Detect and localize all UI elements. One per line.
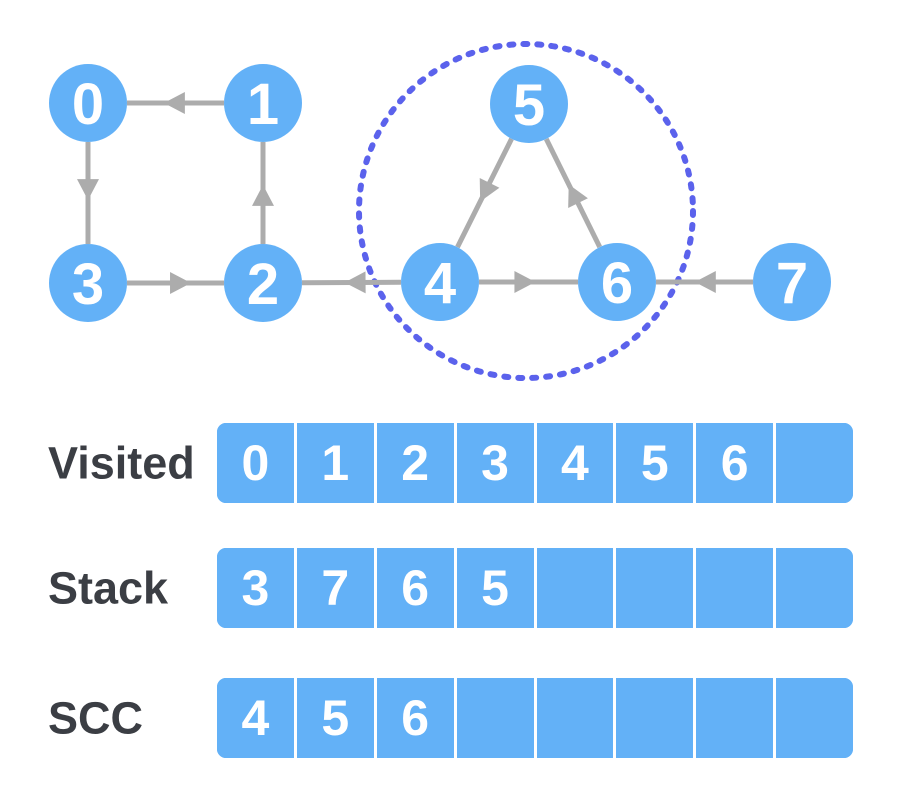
array-cell-empty bbox=[773, 678, 853, 758]
array-cell: 6 bbox=[373, 548, 454, 628]
array-cell: 6 bbox=[373, 678, 454, 758]
row-scc-label: SCC bbox=[48, 692, 144, 744]
array-cell-empty bbox=[533, 548, 614, 628]
node-4-label: 4 bbox=[424, 251, 456, 316]
node-2: 2 bbox=[224, 244, 302, 322]
arrowhead-1-to-0 bbox=[163, 92, 185, 114]
array-cell: 0 bbox=[217, 423, 294, 503]
node-3-label: 3 bbox=[72, 252, 104, 317]
node-0-label: 0 bbox=[72, 72, 104, 137]
array-cell: 6 bbox=[693, 423, 774, 503]
node-4: 4 bbox=[401, 243, 479, 321]
node-3: 3 bbox=[49, 244, 127, 322]
arrowhead-7-to-6 bbox=[694, 271, 716, 293]
array-cell: 4 bbox=[217, 678, 294, 758]
node-1: 1 bbox=[224, 64, 302, 142]
arrowhead-4-to-6 bbox=[514, 271, 536, 293]
array-cell-empty bbox=[773, 548, 853, 628]
arrowhead-0-to-3 bbox=[77, 179, 99, 201]
array-cell: 5 bbox=[613, 423, 694, 503]
node-1-circle bbox=[224, 64, 302, 142]
array-cell: 7 bbox=[293, 548, 374, 628]
node-1-label: 1 bbox=[247, 72, 279, 137]
node-7-circle bbox=[753, 243, 831, 321]
array-cell: 2 bbox=[373, 423, 454, 503]
array-cell-empty bbox=[613, 548, 694, 628]
row-stack-label: Stack bbox=[48, 562, 169, 614]
node-6-circle bbox=[578, 243, 656, 321]
arrowhead-6-to-5 bbox=[568, 184, 588, 209]
arrowhead-2-to-1 bbox=[252, 184, 274, 206]
node-5-circle bbox=[490, 65, 568, 143]
node-6-label: 6 bbox=[601, 251, 633, 316]
node-0-circle bbox=[49, 64, 127, 142]
array-cell: 5 bbox=[293, 678, 374, 758]
graph-panel: 0 1 5 3 2 4 6 7 bbox=[49, 41, 831, 381]
node-6: 6 bbox=[578, 243, 656, 321]
array-cell-empty bbox=[773, 423, 853, 503]
array-cell: 1 bbox=[293, 423, 374, 503]
node-7: 7 bbox=[753, 243, 831, 321]
node-2-label: 2 bbox=[247, 252, 279, 317]
array-cell: 3 bbox=[453, 423, 534, 503]
array-cell: 4 bbox=[533, 423, 614, 503]
node-7-label: 7 bbox=[776, 251, 808, 316]
node-4-circle bbox=[401, 243, 479, 321]
node-5: 5 bbox=[490, 65, 568, 143]
node-2-circle bbox=[224, 244, 302, 322]
arrowhead-4-to-2 bbox=[344, 271, 366, 294]
array-cell: 3 bbox=[217, 548, 294, 628]
node-0: 0 bbox=[49, 64, 127, 142]
arrowhead-5-to-4 bbox=[479, 177, 500, 202]
array-cell-empty bbox=[533, 678, 614, 758]
scc-ring bbox=[356, 41, 696, 381]
array-cell-empty bbox=[693, 678, 774, 758]
node-3-circle bbox=[49, 244, 127, 322]
array-cell: 5 bbox=[453, 548, 534, 628]
row-visited-label: Visited bbox=[48, 437, 195, 489]
array-cell-empty bbox=[693, 548, 774, 628]
arrowhead-3-to-2 bbox=[170, 272, 192, 294]
array-cell-empty bbox=[453, 678, 534, 758]
node-5-label: 5 bbox=[513, 73, 545, 138]
array-cell-empty bbox=[613, 678, 694, 758]
